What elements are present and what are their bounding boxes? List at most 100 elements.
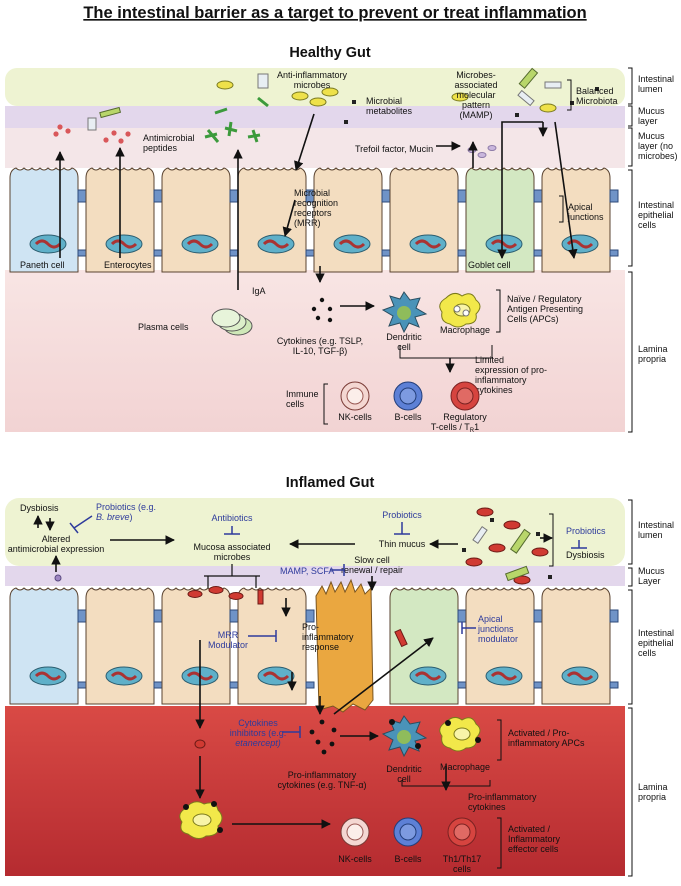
cytokine-dots: [311, 297, 333, 323]
label-thin-mucus: Thin mucus: [379, 539, 426, 549]
cytokine-dots-inflamed: [309, 719, 337, 755]
anti-inflammatory-microbe: [321, 87, 339, 97]
nk-cell-inflamed: [340, 817, 370, 847]
label-trefoil-mucin: Trefoil factor, Mucin: [355, 144, 433, 154]
connector-mucosa: [204, 564, 260, 588]
label-macrophage: Macrophage: [440, 325, 490, 335]
plasma-cells: [211, 308, 253, 336]
inflamed-mucus-band: [5, 566, 625, 586]
healthy-lumen-band: [5, 68, 625, 106]
healthy-layer-brackets: [628, 67, 633, 433]
iga-molecules: [204, 96, 269, 143]
healthy-epithelium: [9, 167, 619, 273]
healthy-arrows: [55, 113, 578, 311]
balanced-microbe: [87, 117, 97, 131]
balanced-microbe: [518, 67, 539, 89]
inflamed-epithelium: [9, 578, 619, 713]
healthy-mucus-band: [5, 106, 625, 128]
label-probiotics-right: Probiotics: [566, 526, 606, 536]
epithelial-cell-enterocyte: [465, 587, 543, 705]
inflamed-tissue: [5, 498, 625, 876]
microbial-metabolite: [515, 113, 519, 117]
epithelial-cell-enterocyte: [85, 167, 163, 273]
macrophage: [439, 292, 481, 328]
bracket-dysbiosis: [549, 513, 554, 567]
figure-title: The intestinal barrier as a target to pr…: [83, 4, 586, 22]
label-enterocytes: Enterocytes: [104, 260, 152, 270]
healthy-tissue: [5, 68, 625, 432]
bracket-balanced: [567, 79, 572, 111]
label-cytokines: Cytokines (e.g. TSLP,IL-10, TGF-β): [277, 336, 363, 356]
nk-cell: [340, 381, 370, 411]
epithelial-cell-enterocyte: [313, 167, 391, 273]
epithelial-cell-damaged: [315, 578, 374, 713]
anti-inflammatory-microbe: [291, 91, 309, 101]
label-b-inflamed: B-cells: [394, 854, 422, 864]
inflamed-layer-brackets: [628, 499, 633, 877]
microbial-metabolite: [570, 101, 574, 105]
label-antibiotics: Antibiotics: [211, 513, 253, 523]
inflamed-lamina-band: [5, 706, 625, 876]
microbial-metabolite: [595, 87, 599, 91]
activated-macrophage-low: [179, 801, 223, 840]
dendritic-cell-inflamed: [381, 715, 428, 758]
epithelial-cell-enterocyte: [237, 167, 315, 273]
healthy-heading: Healthy Gut: [289, 45, 371, 61]
epithelial-cell-enterocyte: [541, 167, 619, 273]
microbial-metabolite: [344, 120, 348, 124]
label-goblet-cell: Goblet cell: [468, 260, 511, 270]
bracket-immune: [323, 383, 328, 425]
label-macrophage-inflamed: Macrophage: [440, 762, 490, 772]
balanced-microbe: [99, 106, 122, 119]
label-probiotics-breve: Probiotics (e.g.B. breve): [96, 502, 156, 522]
healthy-mucus-inner: [5, 128, 625, 168]
b-cell-inflamed: [393, 817, 423, 847]
balanced-microbe: [544, 81, 562, 89]
inflamed-immune-cells: [179, 715, 481, 847]
spacer: [628, 270, 632, 432]
inflamed-lumen-band: [5, 498, 625, 566]
inflamed-microbes: [54, 507, 552, 749]
macrophage-inflamed: [439, 716, 481, 752]
label-b-cells: B-cells: [394, 412, 422, 422]
label-plasma-cells: Plasma cells: [138, 322, 189, 332]
balanced-microbe: [539, 103, 557, 113]
healthy-immune-cells: [211, 291, 481, 411]
label-iga: IgA: [252, 286, 266, 296]
antimicrobial-peptides: [53, 124, 131, 144]
healthy-microbes: [87, 67, 599, 131]
connector-apcs: [399, 345, 493, 359]
label-dysbiosis: Dysbiosis: [20, 503, 59, 513]
b-cell: [393, 381, 423, 411]
bracket-effector: [497, 817, 502, 869]
epithelial-cell-enterocyte: [85, 587, 163, 705]
balanced-microbe: [517, 89, 535, 107]
inflamed-heading: Inflamed Gut: [286, 475, 375, 491]
